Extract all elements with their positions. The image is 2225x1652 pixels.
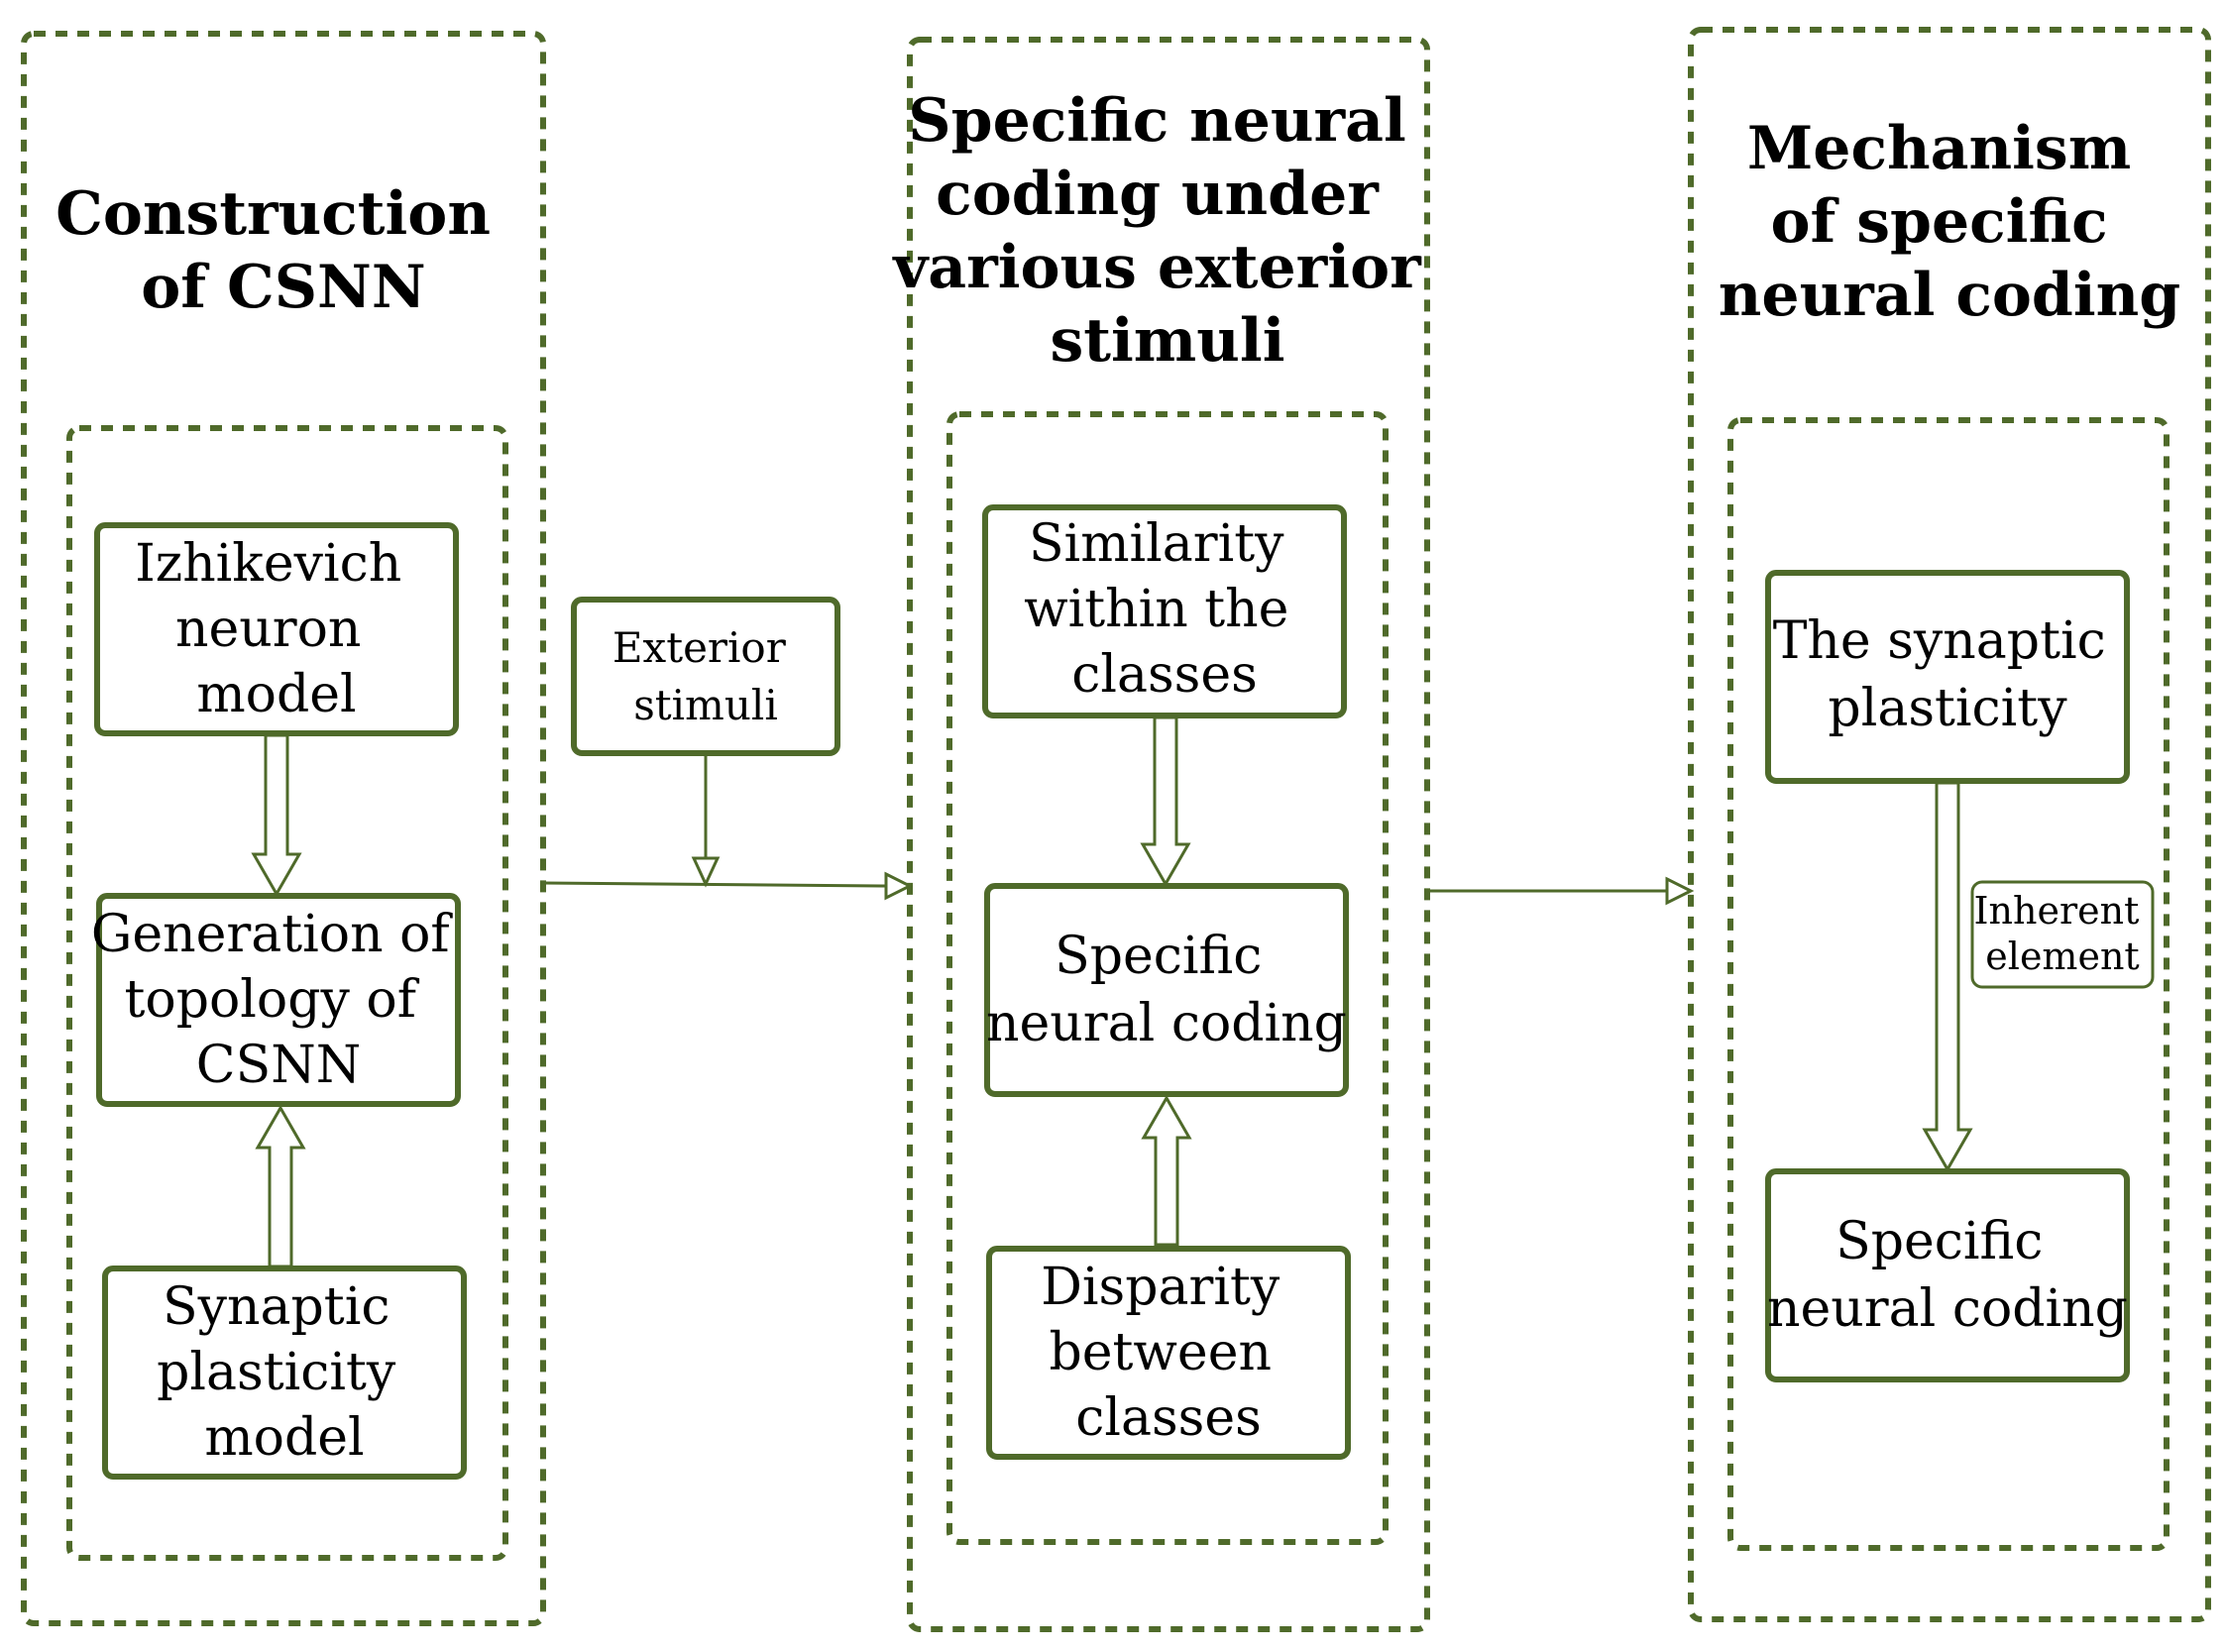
box-similarity-within-classes <box>982 504 1347 718</box>
arrow-similarity-to-coding <box>1140 716 1191 888</box>
box-specific-neural-coding-right <box>1765 1168 2130 1382</box>
panel-mechanism: Mechanism of specific neural coding The … <box>1688 27 2211 1622</box>
box-generation-of-topology <box>96 893 461 1107</box>
box-specific-neural-coding-mid-label: Specific neural coding <box>986 927 1347 1053</box>
box-generation-of-topology-label: Generation of topology of CSNN <box>91 905 466 1095</box>
arrow-synaptic-to-topology <box>255 1104 306 1268</box>
panel-mechanism-border <box>1688 27 2211 1622</box>
box-synaptic-plasticity <box>1765 570 2130 784</box>
box-similarity-within-classes-label: Similarity within the classes <box>1024 514 1305 705</box>
box-synaptic-plasticity-label: The synaptic plasticity <box>1773 611 2123 738</box>
panel-specific-coding-inner <box>946 411 1389 1545</box>
panel-mechanism-inner <box>1727 417 2169 1551</box>
panel-construction-inner <box>66 425 508 1561</box>
connector-arrowhead-1 <box>884 871 914 901</box>
box-disparity-between-classes <box>986 1246 1351 1460</box>
panel-specific-coding-border <box>907 37 1430 1632</box>
connector-line-1 <box>542 881 887 888</box>
connector-panel2-to-panel3 <box>1427 876 1695 906</box>
arrow-disparity-to-coding <box>1141 1094 1192 1247</box>
box-izhikevich-neuron-model-label: Izhikevich neuron model <box>135 534 418 724</box>
panel-specific-coding-title: Specific neural coding under various ext… <box>891 86 1441 376</box>
box-izhikevich-neuron-model <box>94 522 459 736</box>
panel-construction-title: Construction of CSNN <box>56 179 511 322</box>
exterior-stimuli-arrowhead <box>691 856 721 888</box>
arrow-izhikevich-to-topology <box>251 733 302 898</box>
box-synaptic-plasticity-model-label: Synaptic plasticity model <box>157 1277 412 1468</box>
connector-arrowhead-2 <box>1665 876 1695 906</box>
arrow-plasticity-to-coding <box>1922 781 1973 1173</box>
box-exterior-stimuli-label: Exterior stimuli <box>612 623 799 729</box>
box-disparity-between-classes-label: Disparity between classes <box>1041 1258 1296 1448</box>
box-inherent-element-label: Inherent element <box>1974 889 2152 978</box>
panel-mechanism-title: Mechanism of specific neural coding <box>1719 114 2180 330</box>
connector-panel1-to-panel2: Exterior stimuli <box>542 597 914 901</box>
panel-construction-border <box>21 31 546 1626</box>
panel-specific-coding: Specific neural coding under various ext… <box>891 37 1441 1632</box>
box-synaptic-plasticity-model <box>102 1266 467 1480</box>
box-specific-neural-coding-mid <box>984 883 1349 1097</box>
panel-construction: Construction of CSNN Izhikevich neuron m… <box>21 31 546 1626</box>
box-inherent-element <box>1970 880 2155 989</box>
box-specific-neural-coding-right-label: Specific neural coding <box>1767 1212 2128 1339</box>
